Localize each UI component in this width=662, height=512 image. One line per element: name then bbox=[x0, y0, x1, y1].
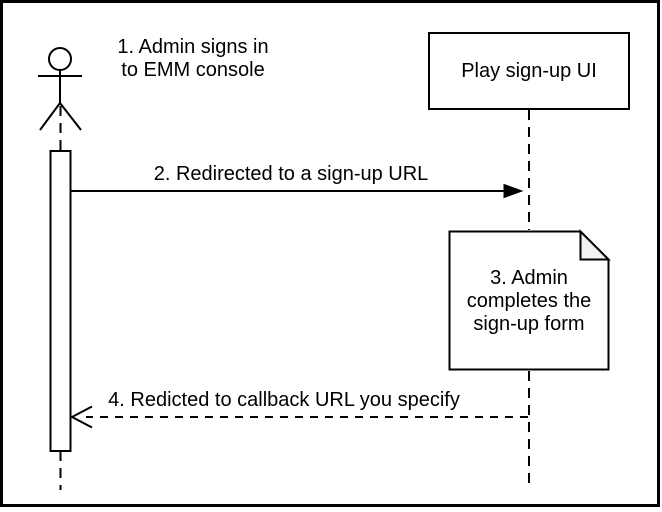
participant-box bbox=[428, 32, 630, 110]
actor-head bbox=[48, 47, 72, 71]
participant-label-text: Play sign-up UI bbox=[461, 59, 597, 82]
note-step-label: 3. Admin completes the sign-up form bbox=[450, 232, 608, 370]
message-redirect-arrowhead bbox=[503, 183, 524, 199]
note-step-label-text: 3. Admin completes the sign-up form bbox=[466, 266, 592, 335]
message-callback-label: 4. Redicted to callback URL you specify bbox=[108, 389, 460, 411]
actor-icon bbox=[38, 47, 82, 131]
actor-step-label: 1. Admin signs in to EMM console bbox=[117, 36, 269, 81]
actor-leg-right bbox=[59, 102, 82, 131]
note-shape bbox=[448, 230, 610, 371]
participant-label: Play sign-up UI bbox=[429, 33, 629, 109]
message-redirect-label: 2. Redirected to a sign-up URL bbox=[153, 163, 429, 185]
message-callback-arrowhead bbox=[69, 405, 93, 429]
note-fold bbox=[579, 229, 611, 261]
activation-bar bbox=[49, 150, 72, 452]
actor-leg-left bbox=[39, 102, 61, 131]
